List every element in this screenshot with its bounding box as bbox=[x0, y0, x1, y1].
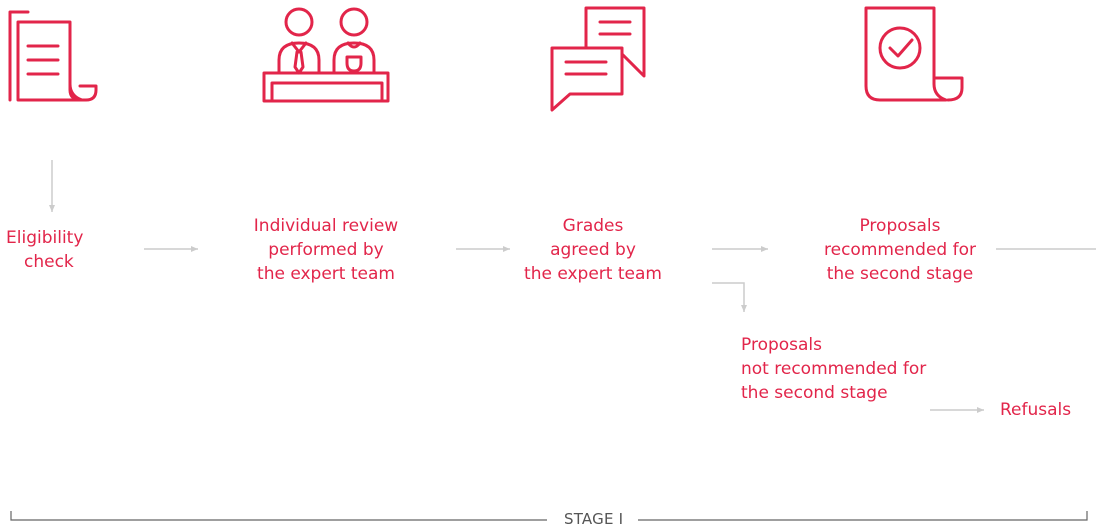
step-grades-agreed: Grades agreed by the expert team bbox=[498, 214, 688, 286]
label-line: Grades bbox=[562, 216, 624, 236]
label-line: agreed by bbox=[550, 240, 636, 260]
label-line: the expert team bbox=[524, 264, 662, 284]
label-line: Proposals bbox=[741, 335, 823, 355]
label-line: the expert team bbox=[257, 264, 395, 284]
chat-bubbles-icon bbox=[550, 6, 646, 112]
stage-bracket bbox=[10, 511, 1088, 521]
approved-document-icon bbox=[864, 6, 964, 102]
label-line: not recommended for bbox=[741, 359, 927, 379]
expert-team-icon bbox=[262, 7, 390, 103]
label-line: performed by bbox=[268, 240, 384, 260]
step-proposals-not-recommended: Proposals not recommended for the second… bbox=[741, 333, 926, 405]
label-line: Individual review bbox=[253, 216, 399, 236]
label-line: Eligibility bbox=[6, 228, 84, 248]
label-line: Refusals bbox=[1000, 400, 1072, 420]
step-eligibility-check: Eligibility check bbox=[6, 226, 83, 274]
stage-label: STAGE I bbox=[564, 510, 624, 528]
label-line: the second stage bbox=[741, 383, 888, 403]
step-individual-review: Individual review performed by the exper… bbox=[226, 214, 426, 286]
step-refusals: Refusals bbox=[1000, 398, 1071, 422]
label-line: Proposals bbox=[859, 216, 941, 236]
label-line: recommended for bbox=[824, 240, 976, 260]
label-line: check bbox=[24, 252, 74, 272]
arrow-grades-to-not-recommended bbox=[712, 282, 747, 312]
documents-icon bbox=[8, 10, 98, 102]
step-proposals-recommended: Proposals recommended for the second sta… bbox=[800, 214, 1000, 286]
label-line: the second stage bbox=[826, 264, 974, 284]
